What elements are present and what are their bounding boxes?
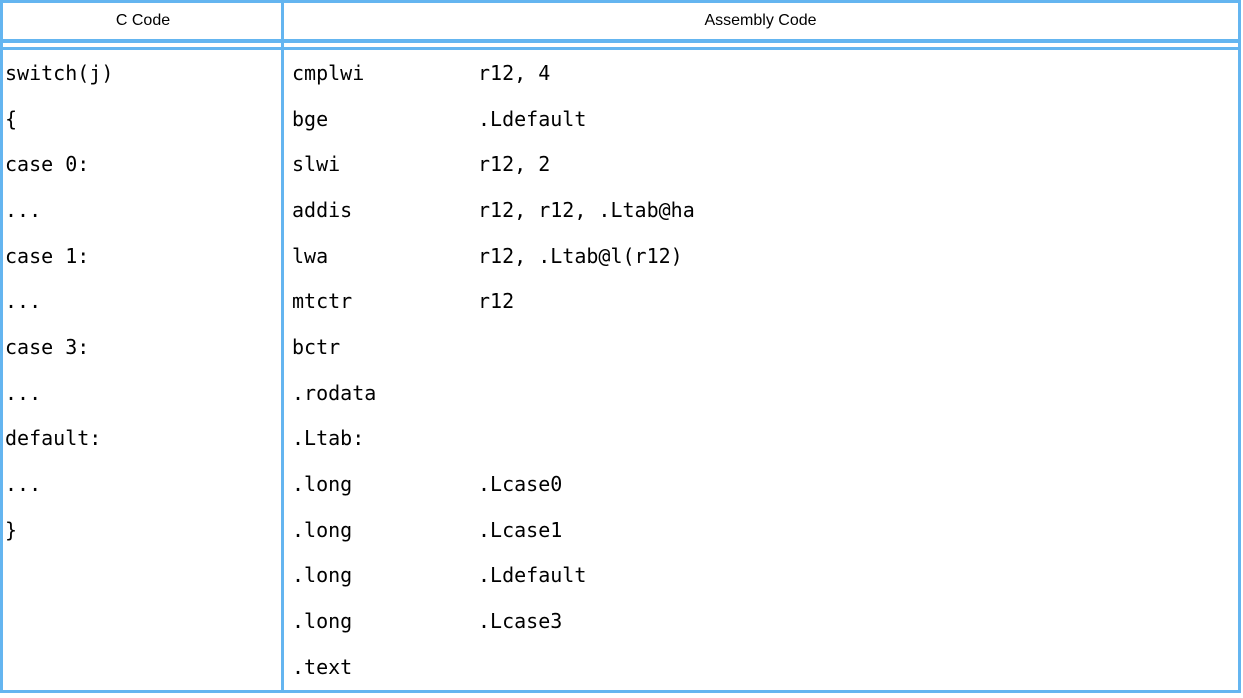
assembly-column: cmplwi r12, 4 bge .Ldefault slwi r12, 2 addis r…	[283, 50, 1238, 690]
assembly-line: bctr	[292, 324, 1238, 370]
assembly-line: .long .Lcase1	[292, 507, 1238, 553]
assembly-line: bge .Ldefault	[292, 96, 1238, 142]
c-code-line: default:	[5, 426, 102, 451]
assembly-line: .Ltab:	[292, 416, 1238, 462]
assembly-mnemonic: .long	[292, 472, 353, 497]
assembly-mnemonic: slwi	[292, 152, 341, 177]
assembly-mnemonic: .long	[292, 609, 353, 634]
c-code-line: ...	[5, 380, 42, 405]
c-code-line: switch(j)	[5, 60, 114, 85]
assembly-mnemonic: cmplwi	[292, 60, 365, 85]
c-code-line: }	[5, 517, 18, 542]
assembly-operands: r12, 2	[478, 152, 551, 177]
assembly-operands: r12, .Ltab@l(r12)	[478, 243, 683, 268]
assembly-operands: .Ldefault	[478, 106, 587, 131]
assembly-operands: .Ldefault	[478, 563, 587, 588]
assembly-line: addis r12, r12, .Ltab@ha	[292, 187, 1238, 233]
column-header-assembly-code: Assembly Code	[704, 12, 817, 29]
column-divider	[281, 3, 284, 690]
c-code-column: switch(j) { case 0:... case 1:... case 3:...…	[3, 50, 283, 690]
assembly-mnemonic: mtctr	[292, 289, 353, 314]
assembly-operands: r12, r12, .Ltab@ha	[478, 197, 695, 222]
header-separator-gap	[3, 43, 1238, 47]
assembly-line: .text	[292, 644, 1238, 690]
assembly-line: slwi r12, 2	[292, 141, 1238, 187]
assembly-line: .rodata	[292, 370, 1238, 416]
header-separator-bottom-rule	[3, 47, 1238, 50]
header-separator-top-rule	[3, 39, 1238, 43]
c-code-line: ...	[5, 289, 42, 314]
assembly-operands: .Lcase3	[478, 609, 563, 634]
assembly-mnemonic: lwa	[292, 243, 329, 268]
assembly-mnemonic: addis	[292, 197, 353, 222]
assembly-mnemonic: .text	[292, 654, 353, 679]
assembly-mnemonic: .Ltab:	[292, 426, 365, 451]
table-header-row: C Code Assembly Code	[3, 3, 1238, 39]
c-code-line: {	[5, 106, 18, 131]
c-code-line: case 3:	[5, 334, 90, 359]
assembly-line: mtctr r12	[292, 278, 1238, 324]
assembly-operands: r12, 4	[478, 60, 551, 85]
c-code-line: case 1:	[5, 243, 90, 268]
assembly-line: lwa r12, .Ltab@l(r12)	[292, 233, 1238, 279]
assembly-mnemonic: bctr	[292, 334, 341, 359]
assembly-operands: .Lcase1	[478, 517, 563, 542]
assembly-line: .long .Ldefault	[292, 553, 1238, 599]
assembly-mnemonic: .rodata	[292, 380, 377, 405]
assembly-line: .long .Lcase0	[292, 461, 1238, 507]
assembly-line: cmplwi r12, 4	[292, 50, 1238, 96]
assembly-mnemonic: .long	[292, 517, 353, 542]
table-body: switch(j) { case 0:... case 1:... case 3:...…	[3, 50, 1238, 690]
assembly-operands: .Lcase0	[478, 472, 563, 497]
column-header-c-code: C Code	[115, 12, 171, 29]
c-code-line: ...	[5, 197, 42, 222]
assembly-mnemonic: .long	[292, 563, 353, 588]
assembly-mnemonic: bge	[292, 106, 329, 131]
assembly-operands: r12	[478, 289, 515, 314]
assembly-line: .long .Lcase3	[292, 598, 1238, 644]
c-code-line: ...	[5, 472, 42, 497]
c-code-line: case 0:	[5, 152, 90, 177]
